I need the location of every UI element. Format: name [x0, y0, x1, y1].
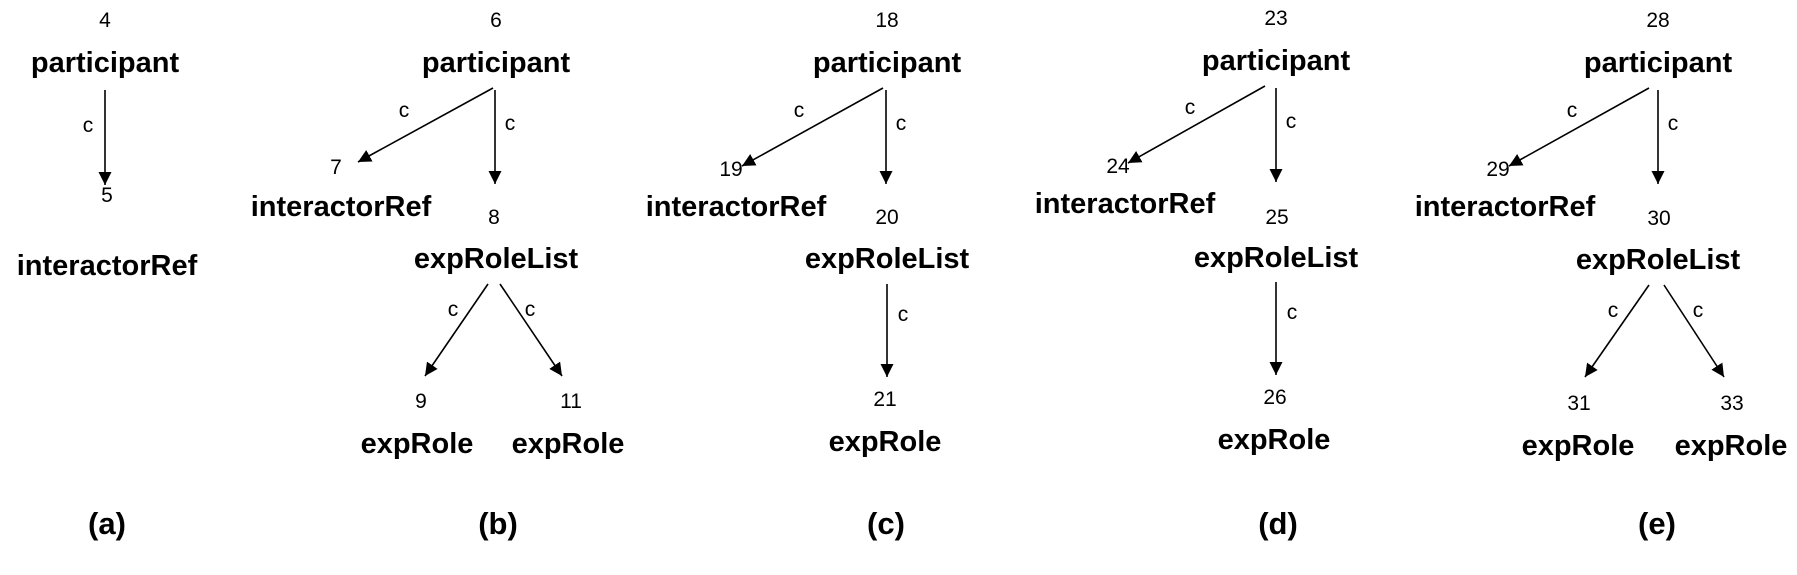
node-label: participant: [1584, 47, 1733, 79]
node-label: interactorRef: [1415, 191, 1596, 223]
node-id: 6: [490, 9, 502, 32]
node-id: 9: [415, 390, 427, 413]
edge-label: c: [896, 112, 907, 135]
edge-label: c: [525, 298, 536, 321]
edge-label: c: [898, 303, 909, 326]
node-id: 25: [1265, 206, 1288, 229]
node-id: 7: [330, 156, 342, 179]
node-label: participant: [1202, 45, 1351, 77]
tree-c: 18 participant c c 19 interactorRef 20 e…: [646, 9, 970, 541]
node-id: 5: [101, 184, 113, 207]
edge-label: c: [794, 99, 805, 122]
node-id: 21: [873, 388, 896, 411]
caption: (b): [478, 506, 518, 541]
node-id: 4: [99, 9, 111, 32]
node-label: participant: [31, 47, 180, 79]
edge-label: c: [505, 112, 516, 135]
edge-label: c: [1185, 96, 1196, 119]
caption: (c): [867, 506, 905, 541]
node-label: participant: [422, 47, 571, 79]
node-id: 18: [875, 9, 898, 32]
edge-label: c: [1668, 112, 1679, 135]
edge-label: c: [1608, 299, 1619, 322]
node-id: 29: [1486, 158, 1509, 181]
edge-arrow: [1508, 87, 1650, 167]
node-id: 28: [1646, 9, 1669, 32]
node-label: expRoleList: [1194, 242, 1359, 274]
node-label: interactorRef: [17, 250, 198, 282]
node-id: 23: [1264, 7, 1287, 30]
node-id: 26: [1263, 386, 1286, 409]
node-label: expRole: [512, 428, 625, 460]
node-label: interactorRef: [1035, 188, 1216, 220]
node-label: expRole: [829, 426, 942, 458]
node-id: 19: [719, 158, 742, 181]
node-id: 20: [875, 206, 898, 229]
node-label: expRole: [361, 428, 474, 460]
tree-d: 23 participant c c 24 interactorRef 25 e…: [1035, 7, 1359, 541]
node-label: interactorRef: [646, 191, 827, 223]
edge-label: c: [83, 114, 94, 137]
tree-b: 6 participant c c 7 interactorRef 8 expR…: [251, 9, 625, 541]
edge-arrow: [1127, 85, 1266, 164]
node-label: expRole: [1522, 430, 1635, 462]
caption: (d): [1258, 506, 1298, 541]
node-label: expRole: [1675, 430, 1788, 462]
edge-arrow: [1584, 284, 1650, 378]
node-label: expRole: [1218, 424, 1331, 456]
edge-label: c: [1693, 299, 1704, 322]
edge-arrow: [499, 283, 563, 377]
tree-e: 28 participant c c 29 interactorRef 30 e…: [1415, 9, 1788, 541]
node-label: participant: [813, 47, 962, 79]
edge-label: c: [399, 99, 410, 122]
edge-label: c: [448, 298, 459, 321]
edge-arrow: [424, 283, 489, 377]
tree-a: 4 participant c 5 interactorRef (a): [17, 9, 198, 541]
edge-label: c: [1286, 110, 1297, 133]
caption: (e): [1638, 506, 1676, 541]
caption: (a): [88, 506, 126, 541]
edge-arrow: [357, 87, 494, 163]
node-id: 8: [488, 206, 500, 229]
node-id: 11: [560, 390, 582, 413]
node-id: 30: [1647, 207, 1670, 230]
node-label: interactorRef: [251, 191, 432, 223]
node-id: 31: [1567, 392, 1590, 415]
edge-label: c: [1287, 301, 1298, 324]
node-label: expRoleList: [1576, 244, 1741, 276]
edge-label: c: [1567, 99, 1578, 122]
edge-arrow: [741, 87, 884, 167]
node-label: expRoleList: [805, 243, 970, 275]
node-id: 33: [1720, 392, 1743, 415]
edge-arrow: [1663, 284, 1725, 378]
node-id: 24: [1106, 155, 1130, 178]
node-label: expRoleList: [414, 243, 579, 275]
